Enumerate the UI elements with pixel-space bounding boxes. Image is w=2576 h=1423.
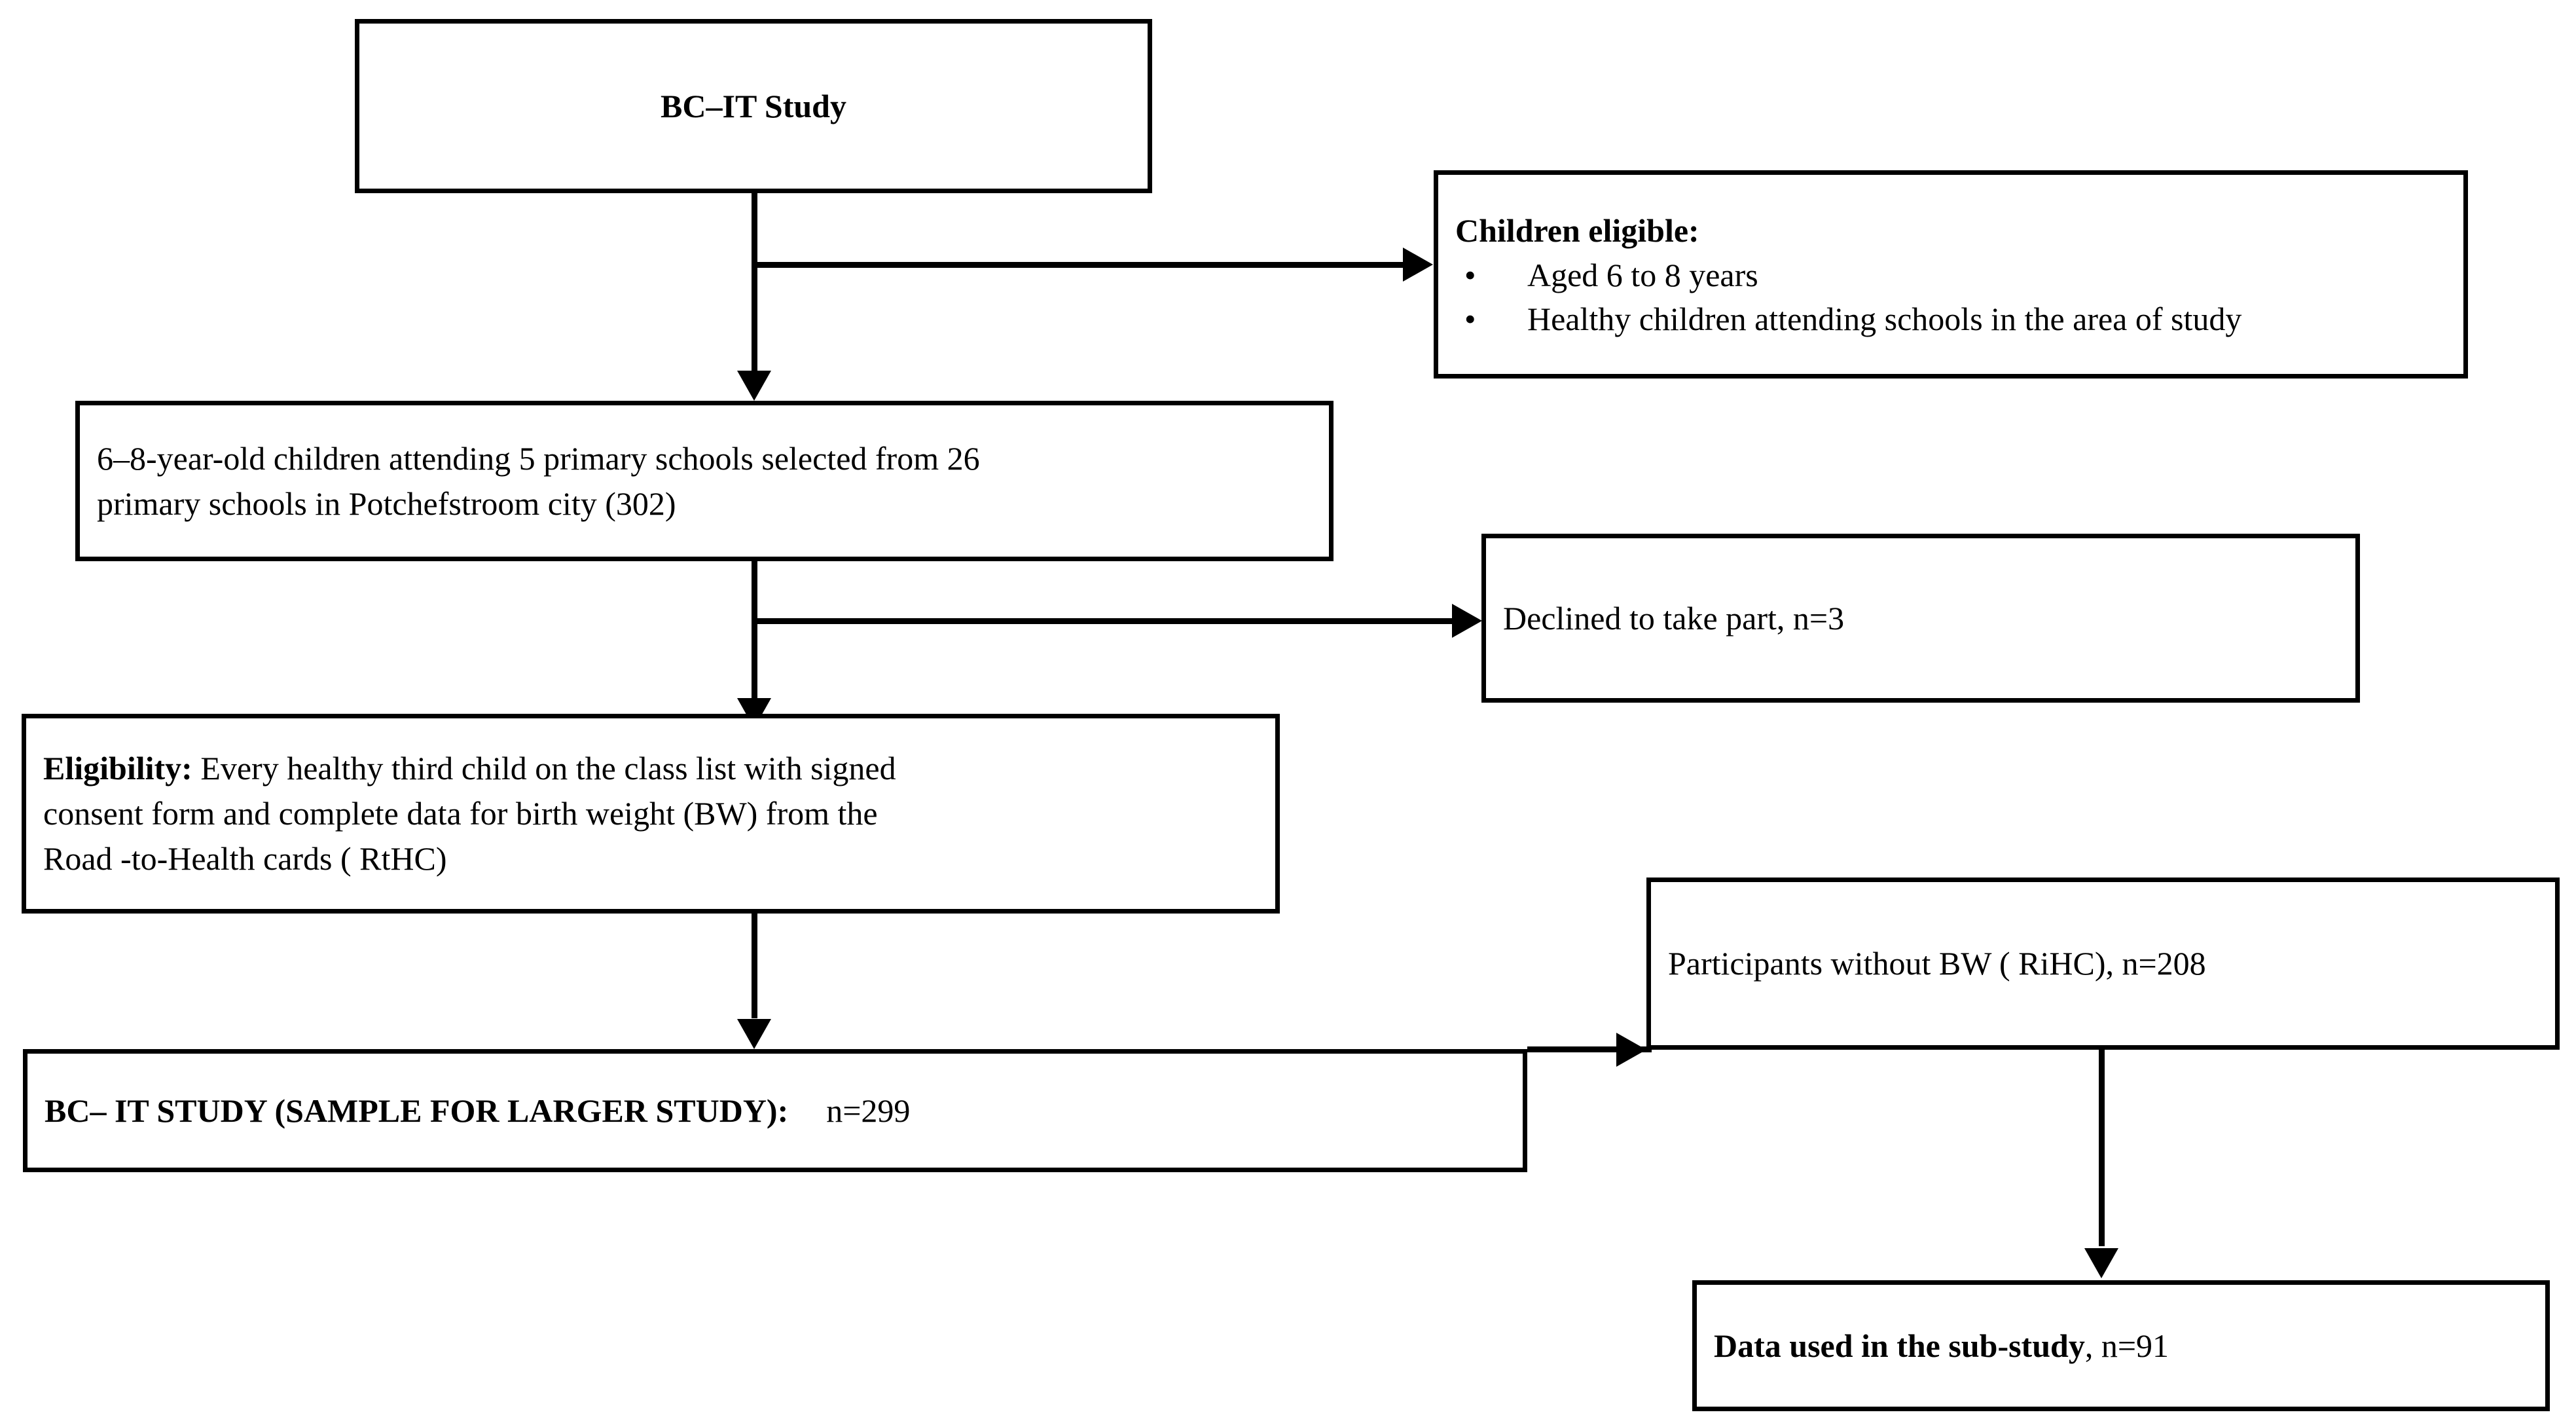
node-participants-without-bw-label: Participants without BW ( RiHC), n=208 — [1668, 945, 2206, 982]
children-eligible-bullet-list: • Aged 6 to 8 years • Healthy children a… — [1438, 253, 2463, 341]
node-eligibility[interactable]: Eligibility: Every healthy third child o… — [22, 714, 1280, 914]
node-eligibility-line1: Eligibility: Every healthy third child o… — [26, 746, 1275, 791]
node-substudy-data[interactable]: Data used in the sub-study, n=91 — [1692, 1280, 2550, 1411]
list-item: • Aged 6 to 8 years — [1455, 253, 2446, 297]
arrowhead-school-sample — [737, 371, 771, 401]
list-item-label: Healthy children attending schools in th… — [1527, 300, 2242, 337]
node-substudy-line: Data used in the sub-study, n=91 — [1697, 1323, 2545, 1369]
list-item: • Healthy children attending schools in … — [1455, 297, 2446, 341]
connector-school-sample-to-declined — [752, 618, 1455, 624]
node-larger-study-count: n=299 — [826, 1092, 911, 1129]
connector-school-sample-trunk — [752, 561, 757, 711]
node-eligibility-line2: consent form and complete data for birth… — [43, 795, 878, 832]
connector-bcit-trunk — [752, 193, 757, 383]
connector-eligibility-trunk — [752, 914, 757, 1018]
node-school-sample[interactable]: 6–8-year-old children attending 5 primar… — [75, 401, 1333, 561]
node-larger-study-line: BC– IT STUDY (SAMPLE FOR LARGER STUDY): n… — [27, 1088, 1523, 1134]
connector-larger-study-to-without-bw — [1527, 1046, 1652, 1052]
node-larger-study-heading: BC– IT STUDY (SAMPLE FOR LARGER STUDY): — [45, 1092, 789, 1129]
arrowhead-children-eligible — [1403, 248, 1433, 282]
arrowhead-declined — [1452, 604, 1482, 638]
node-school-sample-line1: 6–8-year-old children attending 5 primar… — [97, 439, 980, 477]
connector-bcit-to-children-eligible — [752, 262, 1406, 268]
node-eligibility-heading: Eligibility: — [43, 750, 192, 786]
node-school-sample-line2: primary schools in Potchefstroom city (3… — [97, 485, 676, 522]
node-eligibility-line3: Road -to-Health cards ( RtHC) — [43, 840, 447, 877]
node-children-eligible[interactable]: Children eligible: • Aged 6 to 8 years •… — [1434, 170, 2468, 379]
node-larger-study-sample[interactable]: BC– IT STUDY (SAMPLE FOR LARGER STUDY): n… — [23, 1049, 1527, 1172]
list-item-label: Aged 6 to 8 years — [1527, 256, 1758, 293]
node-children-eligible-heading: Children eligible: — [1455, 212, 1699, 249]
node-eligibility-line1-rest: Every healthy third child on the class l… — [192, 750, 896, 786]
node-substudy-heading: Data used in the sub-study — [1714, 1327, 2085, 1364]
node-substudy-count: , n=91 — [2084, 1327, 2169, 1364]
arrowhead-larger-study — [737, 1019, 771, 1049]
node-declined-label: Declined to take part, n=3 — [1503, 599, 1845, 637]
connector-without-bw-trunk — [2099, 1050, 2105, 1246]
node-declined[interactable]: Declined to take part, n=3 — [1481, 534, 2360, 703]
bullet-marker-icon: • — [1464, 300, 1476, 337]
node-bcit-study-label: BC–IT Study — [661, 87, 846, 124]
arrowhead-substudy — [2084, 1248, 2118, 1278]
arrowhead-without-bw — [1616, 1033, 1646, 1067]
node-participants-without-bw[interactable]: Participants without BW ( RiHC), n=208 — [1646, 878, 2560, 1050]
bullet-marker-icon: • — [1464, 256, 1476, 293]
node-bcit-study[interactable]: BC–IT Study — [355, 19, 1152, 193]
